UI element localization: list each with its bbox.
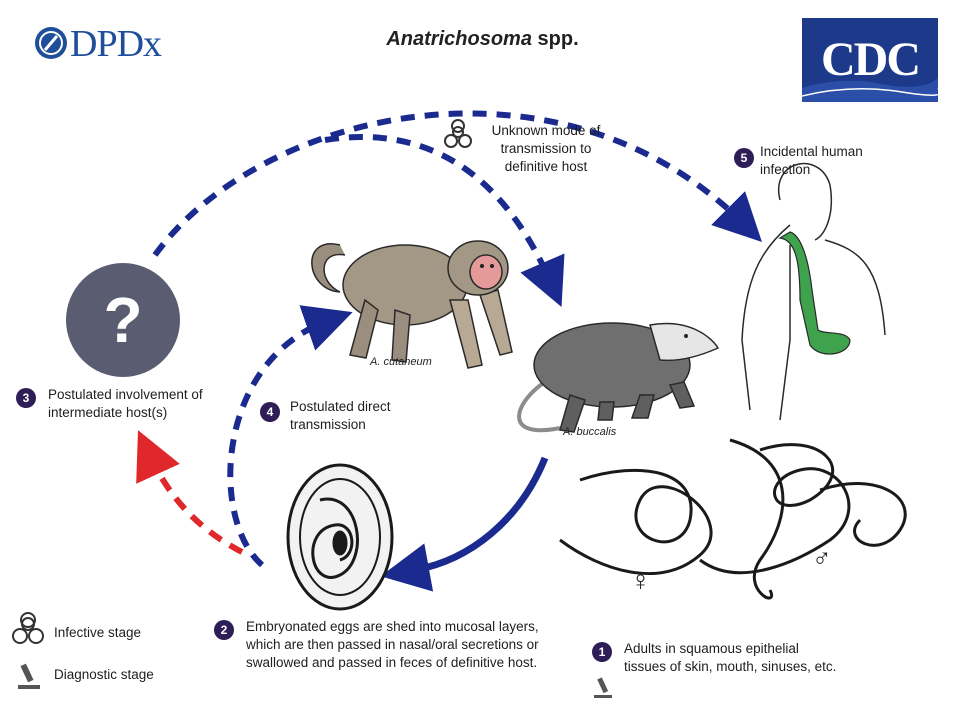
step-5-badge: 5 bbox=[734, 148, 754, 168]
step-4-label: Postulated direct transmission bbox=[290, 399, 391, 432]
dpdx-logo-text: DPDx bbox=[70, 23, 162, 65]
step-4-badge: 4 bbox=[260, 402, 280, 422]
male-symbol: ♂ bbox=[812, 543, 832, 573]
egg-illustration bbox=[286, 463, 394, 611]
unknown-transmission-label: Unknown mode of transmission to definiti… bbox=[491, 123, 601, 174]
human-outline bbox=[741, 162, 886, 421]
step-1-badge: 1 bbox=[592, 642, 612, 662]
step-3-label: Postulated involvement of intermediate h… bbox=[48, 387, 203, 420]
cdc-logo: CDC bbox=[802, 18, 938, 102]
microscope-icon-step1 bbox=[594, 677, 612, 698]
arrow-to-human bbox=[152, 110, 762, 257]
human-digestive-tract bbox=[778, 231, 851, 355]
unknown-host-question-mark: ? bbox=[103, 284, 143, 356]
monkey-species-label: A. cutaneum bbox=[370, 356, 432, 368]
page-title: Anatrichosoma spp. bbox=[0, 28, 965, 51]
step-2-label: Embryonated eggs are shed into mucosal l… bbox=[246, 619, 539, 670]
step-3-badge: 3 bbox=[16, 388, 36, 408]
arrow-direct-transmission bbox=[227, 305, 353, 568]
dpdx-logo bbox=[34, 26, 68, 60]
unknown-host-circle bbox=[66, 263, 180, 377]
biohazard-icon-legend bbox=[12, 612, 44, 644]
step-5-label: Incidental human infection bbox=[760, 144, 863, 177]
title-suffix: spp. bbox=[531, 28, 579, 50]
adult-worms-illustration bbox=[559, 438, 907, 600]
biohazard-icon-transmission bbox=[444, 119, 472, 148]
title-species: Anatrichosoma bbox=[386, 28, 532, 50]
arrow-to-intermediate-host bbox=[136, 430, 244, 555]
legend-diagnostic-label: Diagnostic stage bbox=[54, 667, 154, 682]
arrow-to-definitive-host bbox=[324, 134, 565, 308]
legend-infective-label: Infective stage bbox=[54, 625, 142, 640]
arrow-eggs-shed bbox=[380, 456, 549, 592]
microscope-icon-legend bbox=[18, 663, 40, 689]
female-symbol: ♀ bbox=[630, 565, 651, 596]
cdc-logo-text: CDC bbox=[821, 33, 921, 86]
step-1-label: Adults in squamous epithelial tissues of… bbox=[624, 641, 837, 674]
monkey-illustration bbox=[311, 240, 513, 369]
opossum-illustration bbox=[517, 322, 720, 433]
opossum-species-label: A. buccalis bbox=[563, 426, 617, 438]
step-2-badge: 2 bbox=[214, 620, 234, 640]
